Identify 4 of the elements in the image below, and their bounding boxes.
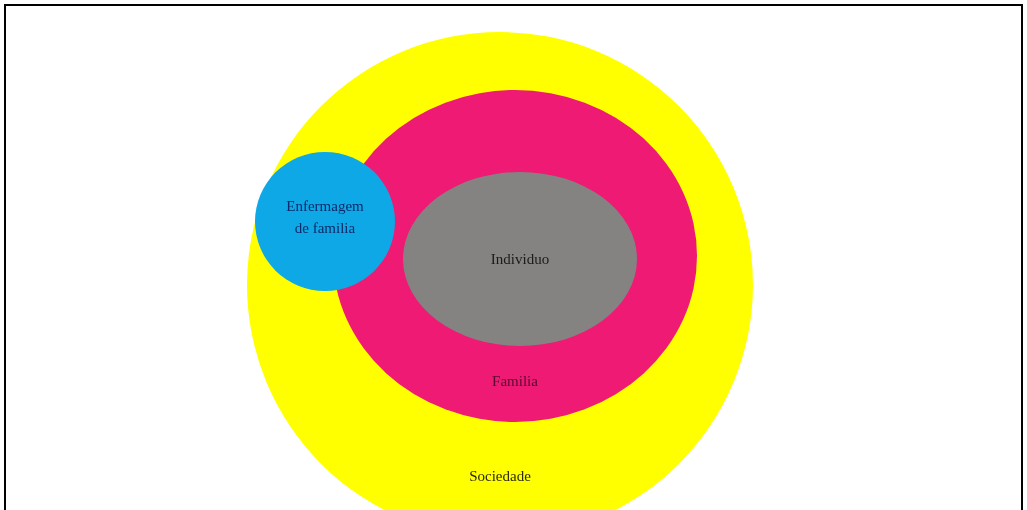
node-label: Individuo bbox=[489, 250, 551, 269]
node-label: Enfermagem de familia bbox=[285, 197, 365, 238]
node-label: Sociedade bbox=[468, 467, 532, 486]
node-label: Familia bbox=[491, 372, 539, 391]
